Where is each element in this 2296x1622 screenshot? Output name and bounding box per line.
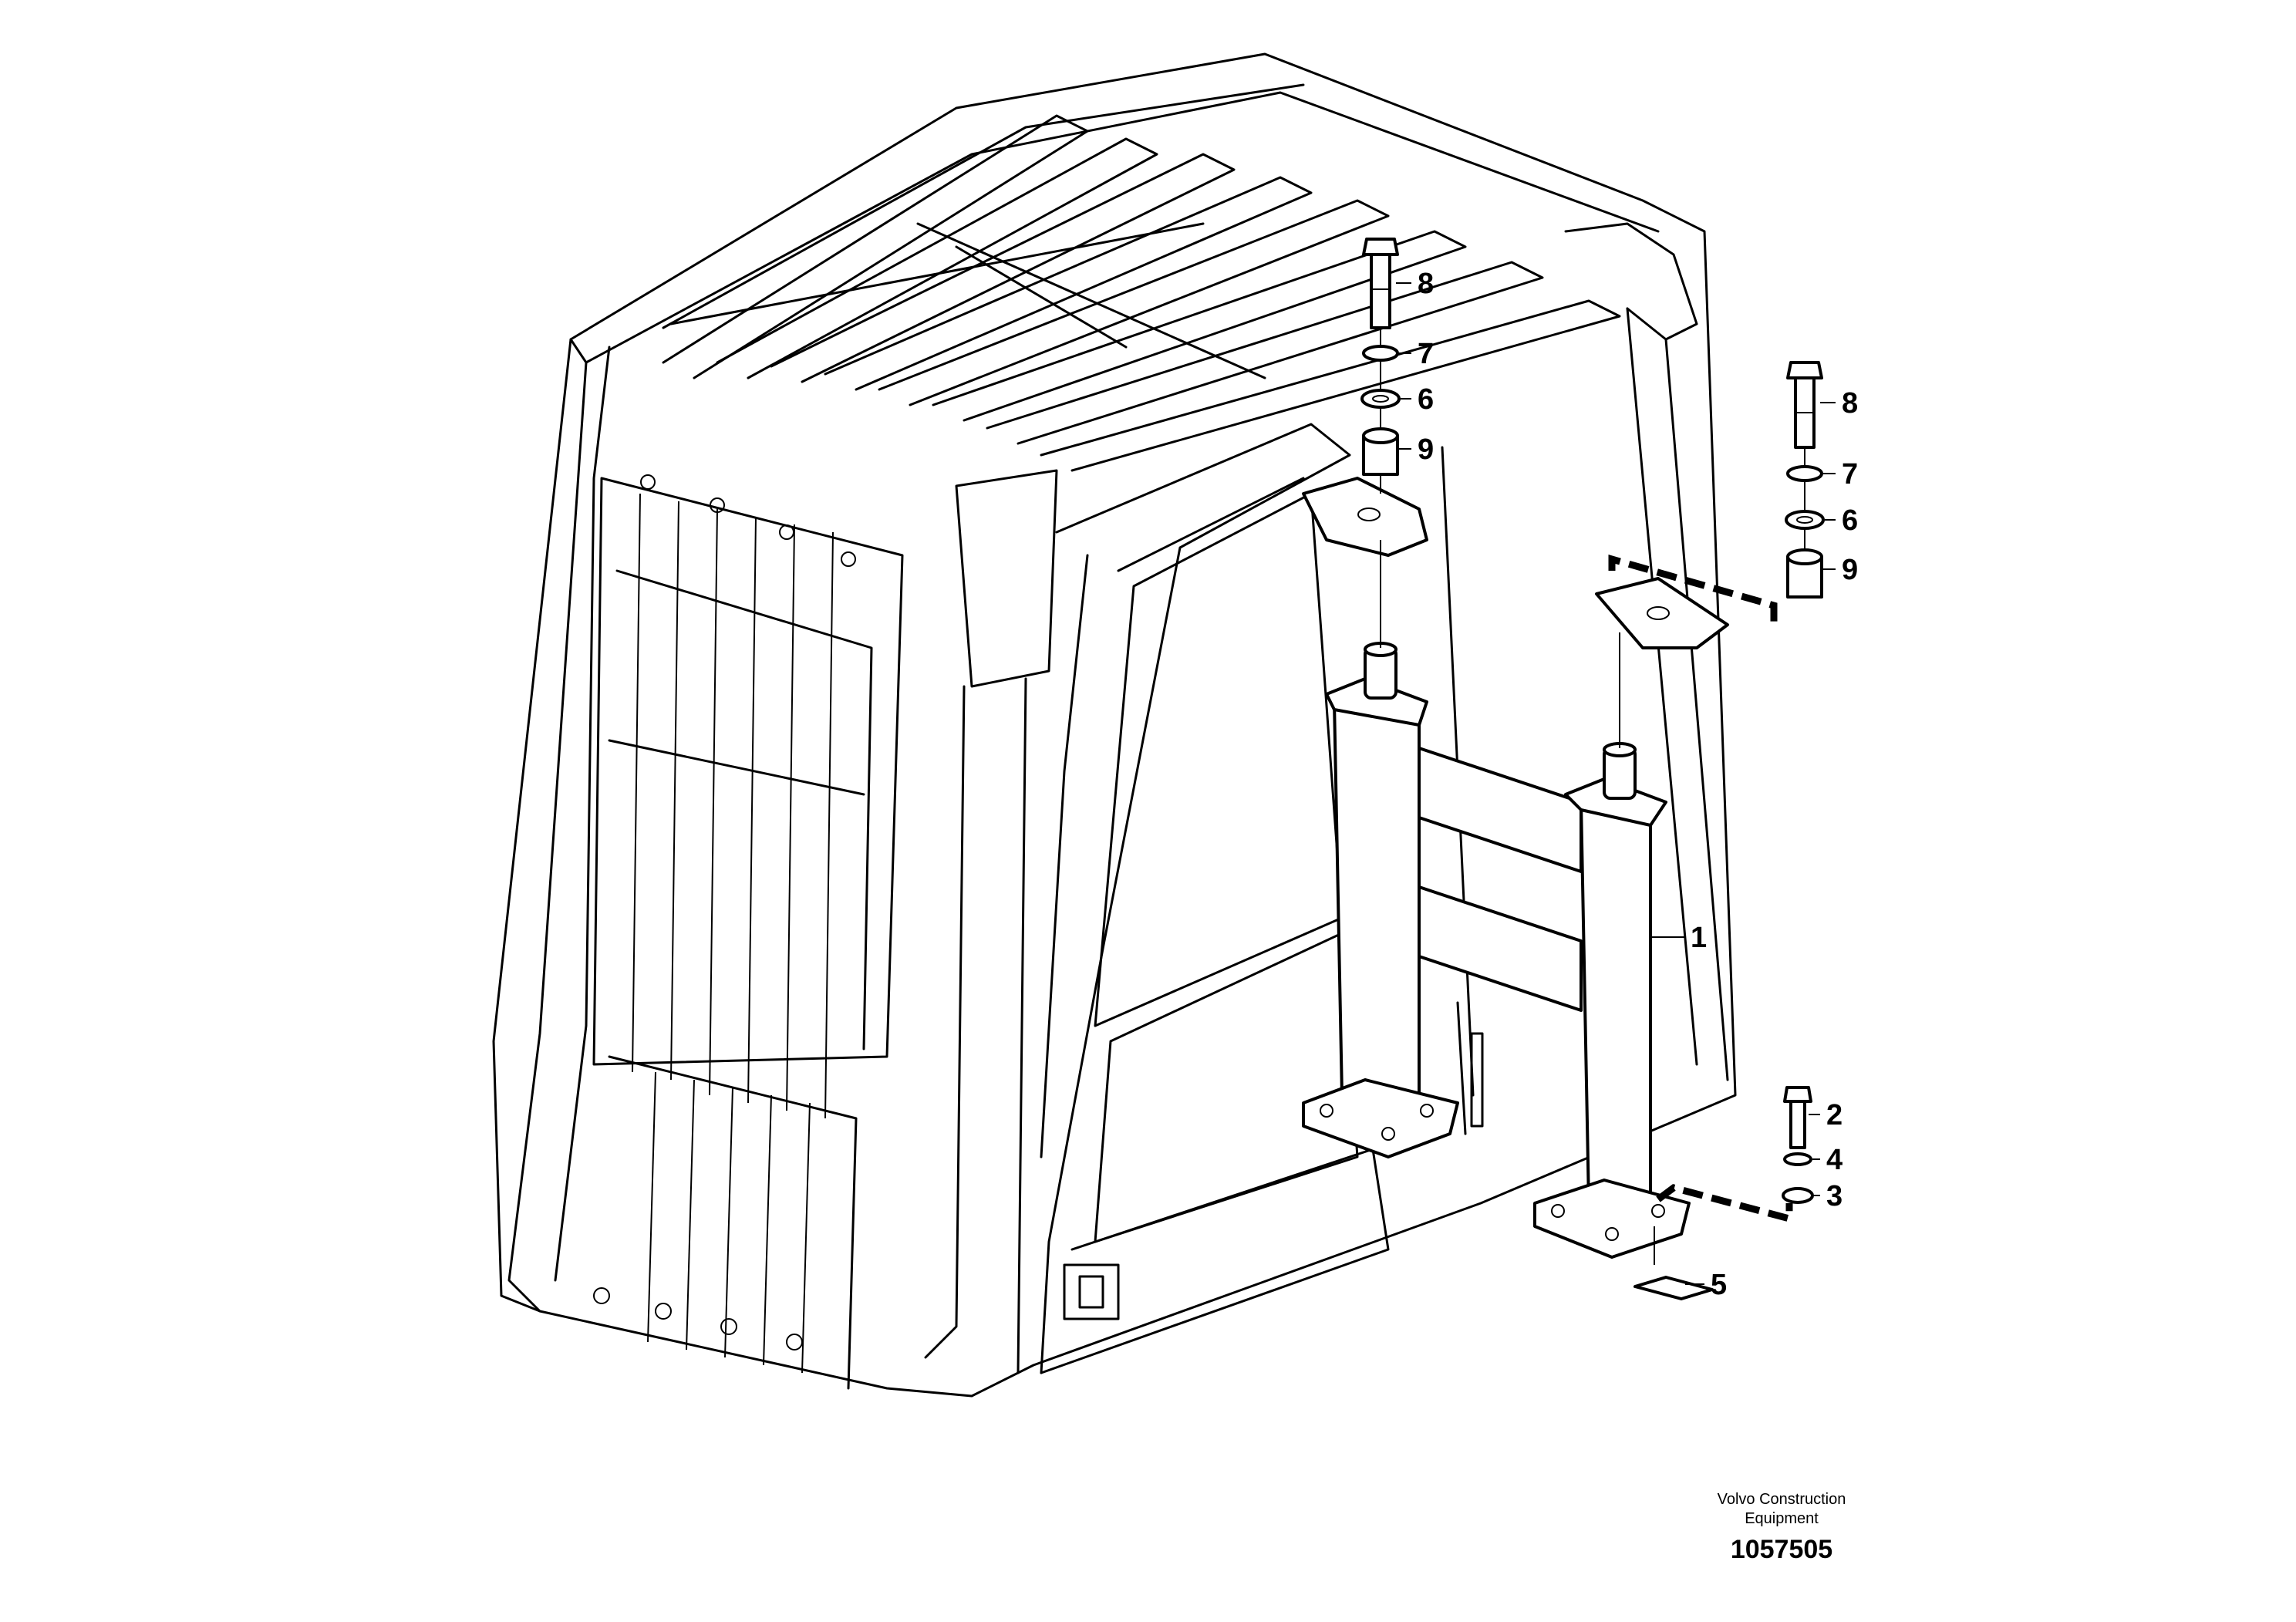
leader-lines bbox=[1396, 282, 1836, 1285]
cab-illustration bbox=[492, 52, 1737, 1398]
assembly-line-lower bbox=[1656, 1184, 1793, 1223]
callout-6-upper: 6 bbox=[1418, 383, 1434, 416]
callout-3: 3 bbox=[1826, 1180, 1843, 1212]
guard-frame bbox=[1302, 477, 1729, 1265]
callout-6-lower: 6 bbox=[1842, 504, 1858, 537]
lower-fastener-stack bbox=[1785, 361, 1825, 599]
callout-labels: 1 2 3 4 5 6 6 7 7 8 8 9 9 bbox=[1418, 268, 1858, 1301]
company-name-line1: Volvo Construction bbox=[1717, 1491, 1846, 1508]
callout-1: 1 bbox=[1691, 922, 1707, 954]
assembly-line-upper bbox=[1608, 555, 1778, 625]
drawing-number: 1057505 bbox=[1730, 1535, 1833, 1564]
company-name: Volvo Construction Equipment bbox=[1650, 1490, 1913, 1529]
company-name-line2: Equipment bbox=[1745, 1510, 1819, 1527]
callout-9-lower: 9 bbox=[1842, 554, 1858, 586]
callout-8-upper: 8 bbox=[1418, 268, 1434, 300]
callout-9-upper: 9 bbox=[1418, 433, 1434, 466]
callout-8-lower: 8 bbox=[1842, 387, 1858, 420]
upper-fastener-stack bbox=[1360, 238, 1401, 494]
callout-4: 4 bbox=[1826, 1144, 1843, 1176]
callout-7-lower: 7 bbox=[1842, 458, 1858, 491]
callout-2: 2 bbox=[1826, 1099, 1843, 1131]
callout-5: 5 bbox=[1711, 1269, 1727, 1301]
callout-7-upper: 7 bbox=[1418, 338, 1434, 370]
